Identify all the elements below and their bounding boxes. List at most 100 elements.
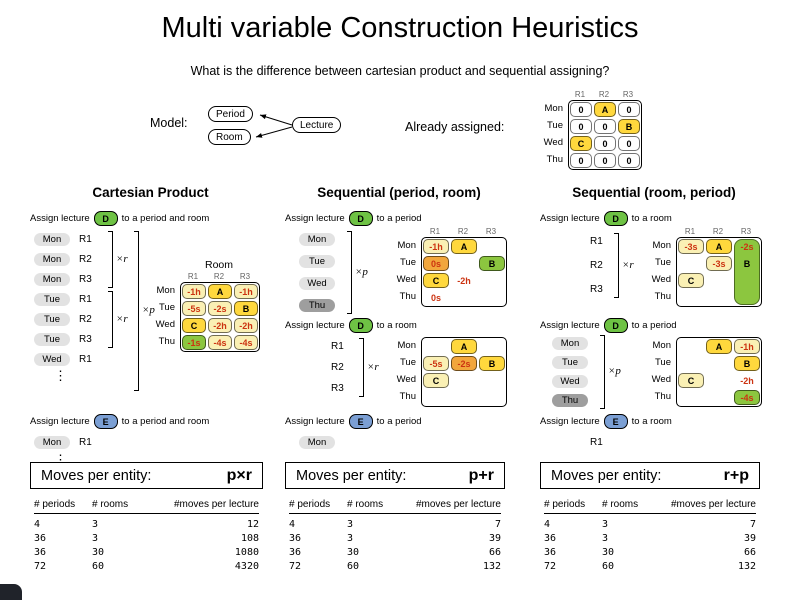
bracket-line [600, 335, 605, 409]
entity-pill-d: D [603, 211, 628, 226]
period-pill: Thu [552, 394, 588, 407]
assign-prefix: Assign lecture [540, 416, 600, 427]
table-cell: -2h [207, 317, 233, 334]
moves-formula: r+p [723, 466, 749, 484]
bracket-label: ×p [355, 265, 368, 278]
table-cell [677, 355, 705, 372]
value-pill: C [678, 373, 704, 388]
value-pill: B [479, 256, 505, 271]
value-pill: -1h [234, 284, 258, 299]
stat-value: 3 [347, 532, 354, 544]
bracket-line [614, 233, 619, 298]
entity-pill-e: E [348, 414, 373, 429]
column-header: R1 [187, 272, 199, 281]
value-pill: 0 [594, 153, 616, 168]
row-label: Tue [158, 302, 175, 313]
period-pill: Tue [34, 333, 70, 346]
table-cell: 0 [617, 152, 641, 169]
stat-value: 36 [544, 532, 557, 544]
stat-value: 36 [34, 532, 47, 544]
bracket-label: ×r [622, 258, 634, 271]
value-pill: -2s [208, 301, 232, 316]
column-heading: Sequential (period, room) [317, 185, 481, 200]
period-pill: Tue [299, 255, 335, 268]
assign-suffix: to a room [631, 416, 672, 427]
stat-value: 4 [289, 518, 296, 530]
stat-value: 60 [92, 560, 105, 572]
already-assigned-label: Already assigned: [405, 120, 505, 134]
stat-value: 4320 [234, 560, 259, 572]
row-label: Tue [654, 357, 671, 368]
assign-suffix: to a period [631, 320, 677, 331]
table-cell [677, 389, 705, 406]
table-cell: -2s [207, 300, 233, 317]
value-pill: A [451, 239, 477, 254]
table-cell [478, 289, 506, 306]
value-pill: A [451, 339, 477, 354]
room-label: R1 [79, 437, 92, 448]
bracket-label: ×p [142, 304, 155, 316]
value-pill: A [594, 102, 616, 117]
value-pill: -5s [423, 356, 449, 371]
assign-suffix: to a period [376, 416, 422, 427]
room-label: R1 [79, 234, 92, 245]
assign-suffix: to a period [376, 213, 422, 224]
table-cell: -2h [450, 272, 478, 289]
row-label: Thu [654, 291, 671, 302]
moves-formula: p+r [468, 466, 494, 484]
stat-value: 132 [737, 560, 756, 572]
table-cell [422, 389, 450, 406]
row-label: Mon [397, 340, 416, 351]
period-pill: Mon [34, 273, 70, 286]
period-pill: Mon [34, 436, 70, 449]
assign-prefix: Assign lecture [30, 213, 90, 224]
table-cell: C [422, 372, 450, 389]
moves-formula: p×r [226, 466, 252, 484]
room-label: R1 [79, 354, 92, 365]
column-header: R3 [485, 227, 497, 236]
table-cell: -1h [733, 338, 761, 355]
table-cell: -2s [450, 355, 478, 372]
table-cell: A [593, 101, 617, 118]
stat-value: 3 [602, 532, 609, 544]
table-cell: -5s [422, 355, 450, 372]
table-cell [478, 272, 506, 289]
table-cell: B [733, 255, 761, 272]
table-cell [478, 238, 506, 255]
table-cell: 0 [617, 135, 641, 152]
table-cell: -1h [233, 283, 259, 300]
row-label: Mon [156, 285, 175, 296]
stat-value: 36 [544, 546, 557, 558]
stat-value: 39 [488, 532, 501, 544]
moves-per-entity-box: Moves per entity:r+p [540, 462, 760, 489]
stats-headers: # periods# rooms#moves per lecture [289, 499, 501, 514]
table-cell [422, 338, 450, 355]
value-pill: -4s [734, 390, 760, 405]
column-header: R1 [574, 90, 586, 99]
room-label: R3 [590, 284, 603, 295]
table-cell: -1h [181, 283, 207, 300]
table-cell: -2s [733, 238, 761, 255]
table-cell: A [705, 238, 733, 255]
stat-header: # periods [34, 499, 76, 510]
table-cell: C [569, 135, 593, 152]
value-pill: C [678, 273, 704, 288]
row-label: Tue [546, 120, 563, 131]
column-heading: Cartesian Product [92, 185, 209, 200]
stat-value: 12 [246, 518, 259, 530]
bracket-label: ×r [367, 360, 379, 373]
model-box-period: Period [208, 106, 253, 122]
page-title: Multi variable Construction Heuristics [161, 12, 639, 44]
ellipsis: ⋮ [54, 368, 67, 383]
